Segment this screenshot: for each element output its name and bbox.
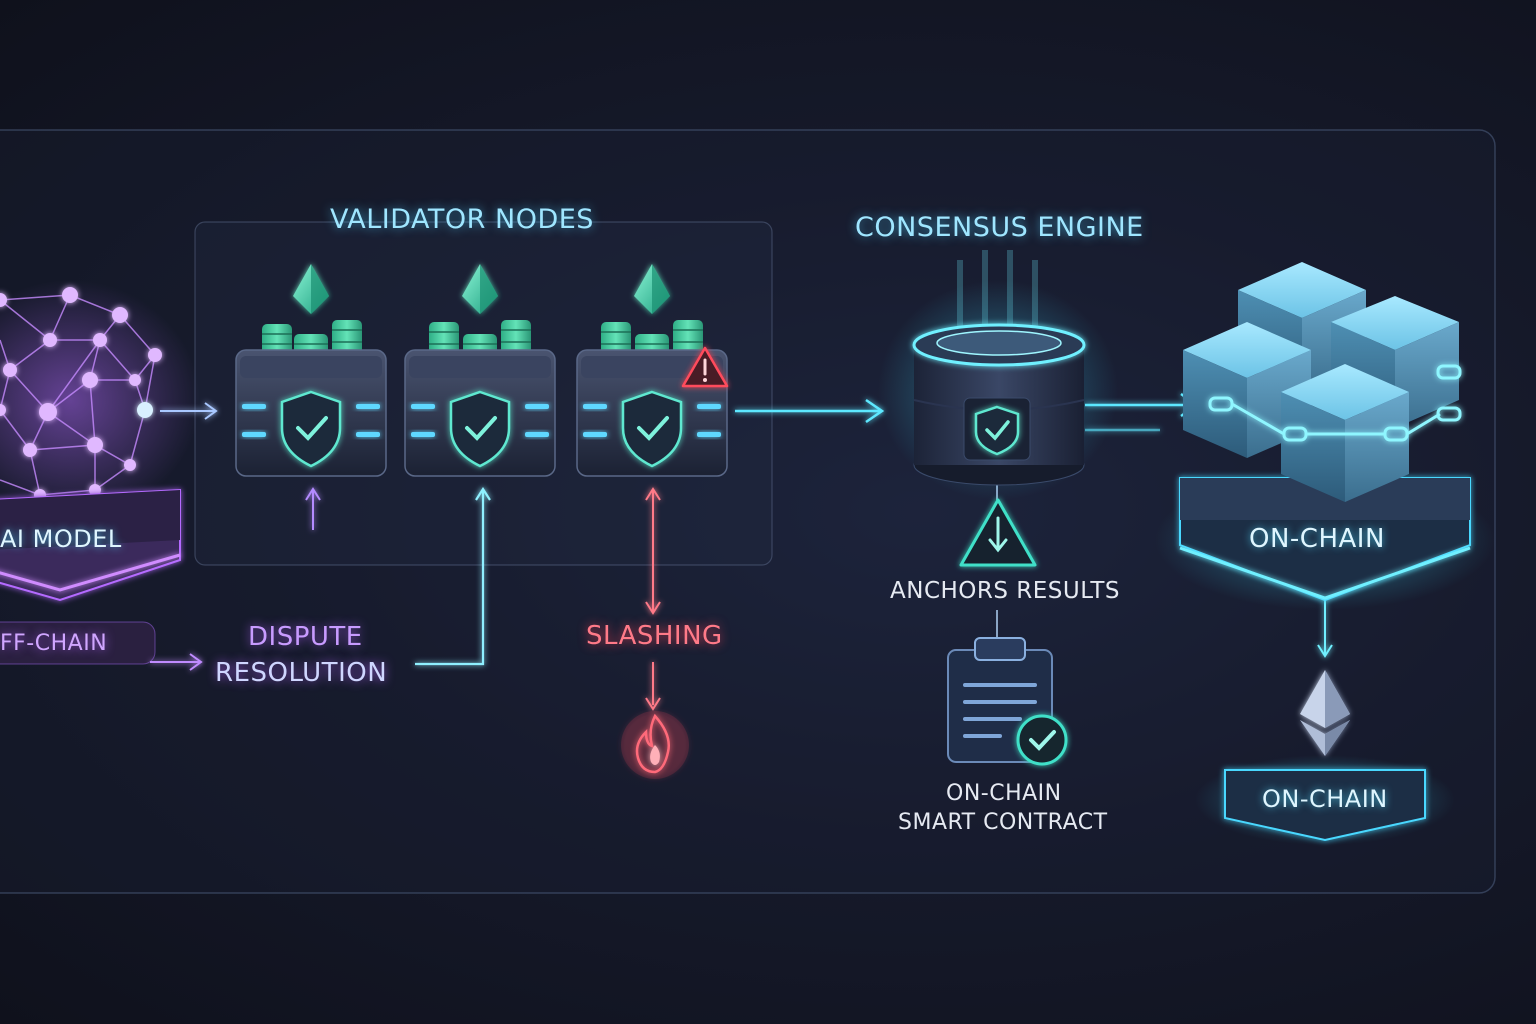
outer-panel xyxy=(0,129,1496,894)
onchain-bottom-platform xyxy=(1195,755,1455,845)
check-circle-icon xyxy=(1016,714,1068,766)
slashing-label: SLASHING xyxy=(586,621,723,651)
validator-nodes-title: VALIDATOR NODES xyxy=(330,204,594,235)
consensus-engine-title: CONSENSUS ENGINE xyxy=(855,212,1144,243)
dispute-label-line2: RESOLUTION xyxy=(215,658,388,688)
ethereum-icon xyxy=(1300,670,1350,756)
validator-node-1 xyxy=(235,264,387,477)
on-chain-bottom-label: ON-CHAIN xyxy=(1262,785,1388,813)
chain-link-icon xyxy=(1208,364,1462,442)
validator-node-3 xyxy=(576,264,729,477)
neural-network-icon xyxy=(0,280,200,520)
validator-node-2 xyxy=(404,264,556,477)
onchain-platform xyxy=(1155,470,1495,610)
warning-icon xyxy=(681,346,729,388)
anchor-warning-icon xyxy=(959,498,1037,567)
off-chain-label: FF-CHAIN xyxy=(0,631,108,656)
ai-model-label: AI MODEL xyxy=(0,525,122,553)
on-chain-main-label: ON-CHAIN xyxy=(1249,524,1385,554)
shield-check-icon xyxy=(621,390,683,468)
shield-check-icon xyxy=(449,390,511,468)
arrow-bus-to-node1 xyxy=(305,487,321,530)
arrow-dispute-to-node2 xyxy=(415,486,491,666)
ethereum-icon xyxy=(293,264,329,314)
dispute-label-line1: DISPUTE xyxy=(248,622,363,652)
smart-contract-line2: SMART CONTRACT xyxy=(898,810,1108,835)
database-cylinder-icon xyxy=(878,250,1118,500)
shield-check-icon xyxy=(280,390,342,468)
cube-icon xyxy=(1183,262,1459,502)
off-chain-pill xyxy=(0,621,156,665)
arrow-offchain-to-dispute xyxy=(150,653,203,671)
arrow-slashing-link xyxy=(645,487,661,711)
smart-contract-line1: ON-CHAIN xyxy=(946,781,1062,806)
ethereum-icon xyxy=(634,264,670,314)
ethereum-icon xyxy=(462,264,498,314)
flame-icon xyxy=(621,711,689,779)
ai-model-platform xyxy=(0,488,181,602)
anchors-results-label: ANCHORS RESULTS xyxy=(890,578,1121,604)
arrow-ai-to-validators xyxy=(160,402,218,420)
